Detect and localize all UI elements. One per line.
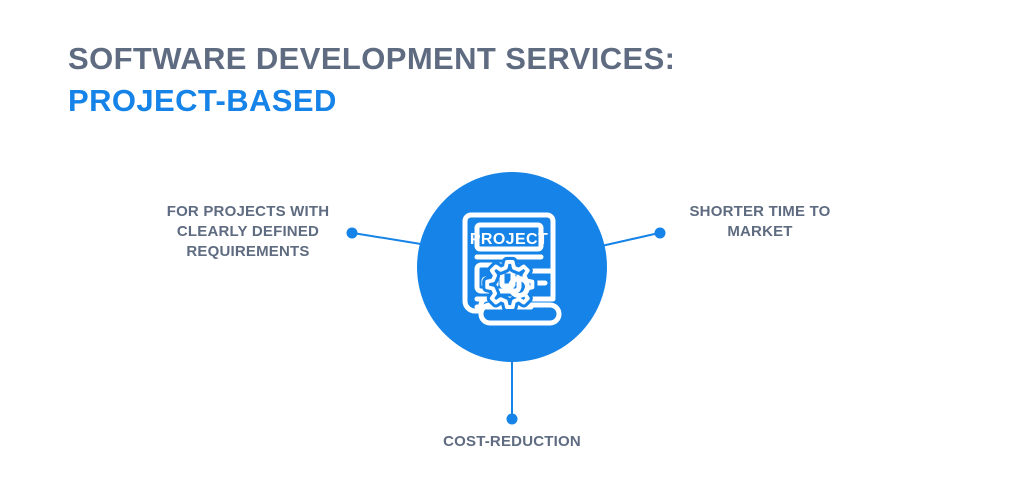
- node-label-bottom: Cost-reduction: [443, 433, 581, 450]
- page-title: Software Development Services: Project-B…: [68, 38, 868, 122]
- gear-outline: [485, 259, 535, 310]
- gear-icon: [482, 256, 538, 313]
- connector-line-right: [596, 232, 660, 248]
- connector-dot-left: [346, 227, 358, 239]
- hub-icon-label: PROJECT: [470, 231, 548, 248]
- gear-center: [508, 276, 530, 298]
- project-document-gear-icon: PROJECT: [462, 212, 562, 326]
- page-title-line-primary: Software Development Services:: [68, 41, 676, 76]
- page-title-line-accent: Project-Based: [68, 83, 337, 118]
- node-label-right: Shorter time to market: [689, 203, 831, 240]
- connector-dot-bottom: [506, 413, 518, 425]
- hub-circle[interactable]: PROJECT: [417, 172, 607, 362]
- connector-line-left: [352, 232, 428, 246]
- node-label-left: For projects with clearly defined requir…: [166, 203, 330, 260]
